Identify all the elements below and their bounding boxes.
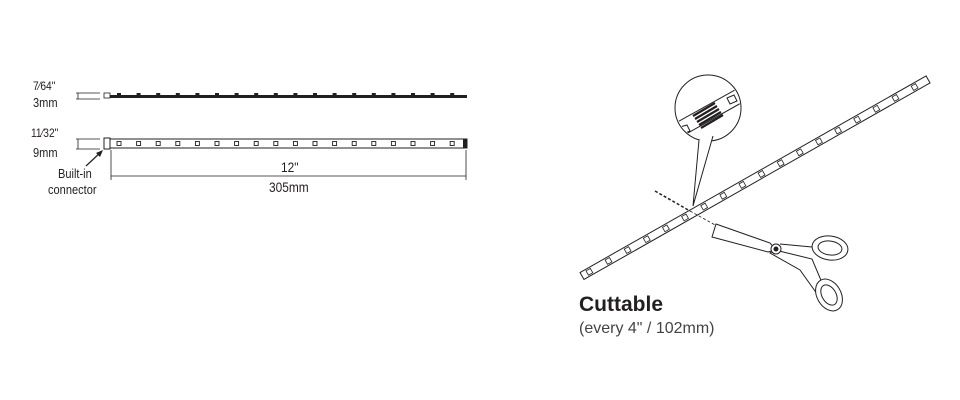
wide-height-in: 11⁄32" — [31, 126, 59, 140]
thin-connector — [103, 92, 111, 99]
diag-led — [776, 159, 785, 168]
wide-led — [253, 141, 259, 146]
wide-led — [194, 141, 200, 146]
thin-led — [450, 93, 455, 96]
diag-led — [719, 191, 728, 200]
thin-led — [215, 93, 219, 96]
diag-led — [623, 246, 632, 255]
thin-strip — [110, 95, 467, 98]
length-in: 12" — [281, 159, 299, 175]
wide-led — [273, 141, 279, 146]
thin-led — [117, 93, 121, 96]
length-mm: 305mm — [269, 179, 309, 195]
diag-led — [814, 137, 823, 146]
thin-led — [234, 93, 239, 96]
thin-led — [430, 93, 435, 96]
thin-led — [313, 93, 317, 96]
diag-led — [872, 104, 881, 113]
diag-led — [891, 93, 900, 102]
wide-led — [351, 141, 357, 146]
thin-led — [332, 93, 337, 96]
wide-led — [390, 141, 396, 146]
diag-led — [700, 202, 709, 211]
thin-led — [371, 93, 376, 96]
connector-label-2: connector — [48, 182, 97, 197]
cuttable-title: Cuttable — [579, 293, 663, 316]
thin-height-in: 7⁄64" — [33, 79, 56, 93]
thin-led — [411, 93, 415, 96]
diag-led — [738, 180, 747, 189]
wide-led — [312, 141, 318, 146]
wide-connector — [103, 137, 111, 150]
thin-led — [175, 93, 180, 96]
wide-led — [116, 141, 122, 146]
diag-led — [795, 148, 804, 157]
cuttable-subtitle: (every 4" / 102mm) — [579, 320, 715, 337]
diag-led — [757, 170, 766, 178]
diag-led — [681, 213, 689, 222]
scissors-icon — [711, 223, 849, 312]
thin-led — [391, 93, 396, 96]
wide-led — [292, 141, 298, 146]
thin-height-mm: 3mm — [33, 95, 58, 110]
wide-led — [234, 141, 240, 146]
diag-led — [585, 267, 594, 276]
diag-led — [910, 83, 919, 92]
thin-led — [195, 93, 200, 96]
wide-led — [332, 141, 338, 146]
cut-line — [654, 190, 691, 212]
thin-led — [273, 93, 278, 96]
thin-led — [156, 93, 161, 96]
diag-led — [834, 126, 843, 135]
thin-led — [293, 93, 298, 96]
wide-height-mm: 9mm — [33, 145, 58, 160]
diag-led — [853, 115, 862, 124]
diag-led — [661, 224, 670, 233]
wide-led — [155, 141, 161, 146]
diag-led — [604, 256, 613, 265]
thin-led — [352, 93, 357, 96]
wide-led — [214, 141, 220, 146]
wide-led — [410, 141, 416, 146]
cuttable-strip — [579, 75, 931, 281]
wide-strip — [109, 138, 468, 149]
wide-led — [136, 141, 142, 146]
wide-led — [449, 141, 455, 146]
wide-led — [175, 141, 181, 146]
diag-led — [642, 235, 651, 244]
connector-label-1: Built-in — [58, 166, 92, 181]
wide-led — [371, 141, 377, 146]
thin-led — [254, 93, 259, 96]
thin-led — [136, 93, 141, 96]
wide-led — [430, 141, 436, 146]
